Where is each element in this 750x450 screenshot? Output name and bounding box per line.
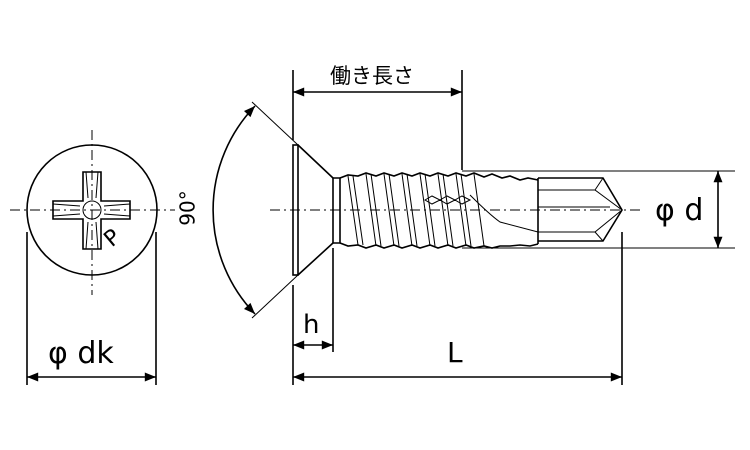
angle-dimension-arc — [212, 105, 256, 315]
dk-label: φ dk — [48, 336, 114, 371]
angle-label: 90° — [175, 190, 200, 226]
head-top-view — [10, 130, 175, 385]
effective-length-label: 働き長さ — [330, 64, 414, 88]
l-label: L — [447, 336, 463, 369]
phillips-cross-icon — [52, 171, 131, 250]
d-label: φ d — [655, 193, 704, 228]
screw-side-view — [212, 70, 735, 385]
h-label: h — [303, 310, 320, 340]
